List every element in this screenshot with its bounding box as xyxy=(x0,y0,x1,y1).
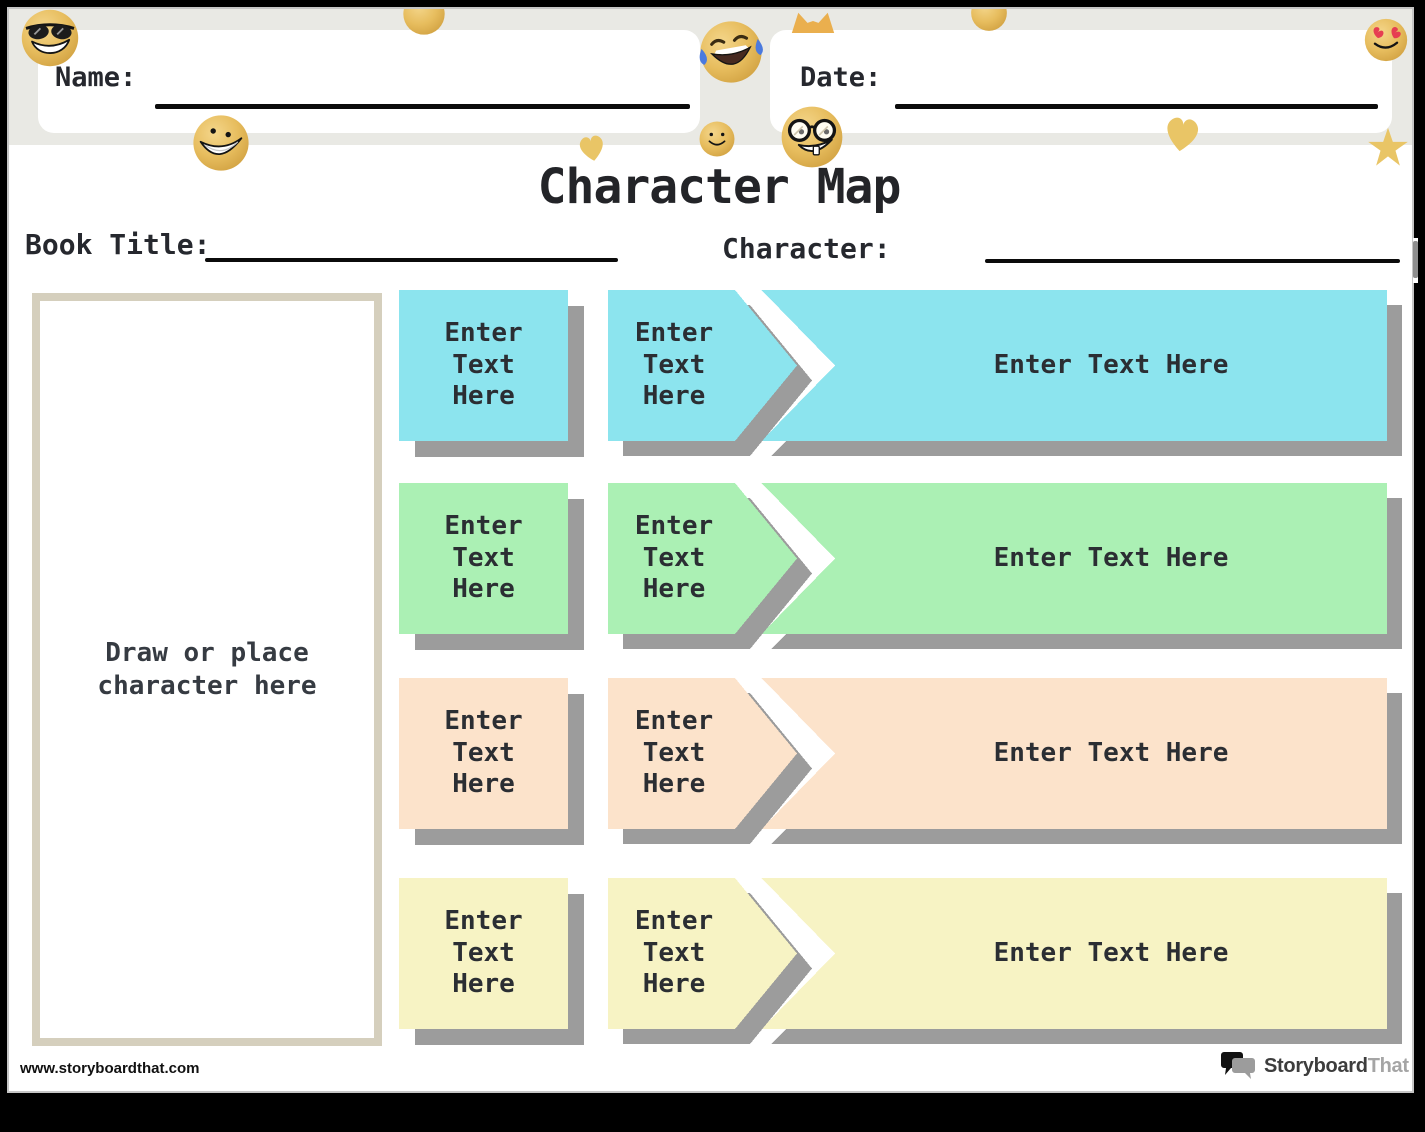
date-field-box xyxy=(770,30,1392,133)
trait-square[interactable] xyxy=(399,678,568,829)
date-input-line[interactable] xyxy=(895,104,1378,109)
book-title-input-line[interactable] xyxy=(205,258,618,262)
grin-emoji-icon xyxy=(193,115,249,171)
trait-square[interactable] xyxy=(399,483,568,634)
cool-emoji-icon xyxy=(21,9,79,67)
trait-row: Enter Text Here Enter Text Here Enter Te… xyxy=(399,270,1410,466)
storyboardthat-logo: StoryboardThat xyxy=(1221,1050,1409,1082)
book-title-label: Book Title: xyxy=(25,228,211,261)
trait-arrow-text[interactable]: Enter Text Here xyxy=(634,317,714,412)
trait-arrow-text[interactable]: Enter Text Here xyxy=(634,705,714,800)
trait-row-shapes xyxy=(588,658,1402,849)
website-url: www.storyboardthat.com xyxy=(20,1060,200,1077)
trait-square-text[interactable]: Enter Text Here xyxy=(444,705,523,800)
trait-square-text[interactable]: Enter Text Here xyxy=(444,317,523,412)
heart-eyes-emoji-icon xyxy=(1364,18,1408,62)
trait-row-shapes xyxy=(588,858,1402,1049)
gold-circle-icon xyxy=(971,9,1007,31)
trait-bar-text[interactable]: Enter Text Here xyxy=(993,542,1229,573)
trait-arrow-text[interactable]: Enter Text Here xyxy=(634,510,714,605)
trait-bar-text[interactable]: Enter Text Here xyxy=(993,737,1229,768)
trait-square[interactable] xyxy=(399,290,568,441)
gold-heart-icon xyxy=(579,135,603,161)
trait-square[interactable] xyxy=(399,878,568,1029)
logo-text-primary: Storyboard xyxy=(1264,1054,1368,1077)
character-input-line[interactable] xyxy=(985,259,1400,263)
trait-row-shapes xyxy=(588,463,1402,654)
name-input-line[interactable] xyxy=(155,104,690,109)
trait-square-text[interactable]: Enter Text Here xyxy=(444,510,523,605)
character-drawing-box[interactable]: Draw or place character here xyxy=(32,293,382,1046)
gold-circle-icon xyxy=(403,9,445,35)
worksheet-page: Name: Date: xyxy=(9,9,1412,1091)
trait-row: Enter Text Here Enter Text Here Enter Te… xyxy=(399,858,1410,1054)
trait-arrow-text[interactable]: Enter Text Here xyxy=(634,905,714,1000)
smile-emoji-icon xyxy=(699,121,735,157)
scrollbar-thumb[interactable] xyxy=(1413,241,1418,278)
character-drawing-box-text: Draw or place character here xyxy=(97,638,317,701)
page-title: Character Map xyxy=(537,159,902,215)
speech-bubbles-icon xyxy=(1221,1052,1255,1079)
trait-square-text[interactable]: Enter Text Here xyxy=(444,905,523,1000)
logo-text-secondary: That xyxy=(1367,1054,1409,1077)
trait-row-shapes xyxy=(588,270,1402,461)
trait-row: Enter Text Here Enter Text Here Enter Te… xyxy=(399,658,1410,854)
cat-ears-icon xyxy=(791,12,835,33)
nerd-emoji-icon xyxy=(781,106,843,168)
gold-star-icon xyxy=(1368,127,1408,166)
name-label: Name: xyxy=(55,62,137,93)
trait-bar-text[interactable]: Enter Text Here xyxy=(993,937,1229,968)
joy-emoji-icon xyxy=(699,21,763,83)
trait-bar-text[interactable]: Enter Text Here xyxy=(993,349,1229,380)
name-field-box xyxy=(38,30,700,133)
gold-heart-icon xyxy=(1167,117,1199,152)
character-label: Character: xyxy=(722,232,891,265)
date-label: Date: xyxy=(800,62,882,93)
trait-row: Enter Text Here Enter Text Here Enter Te… xyxy=(399,463,1410,659)
